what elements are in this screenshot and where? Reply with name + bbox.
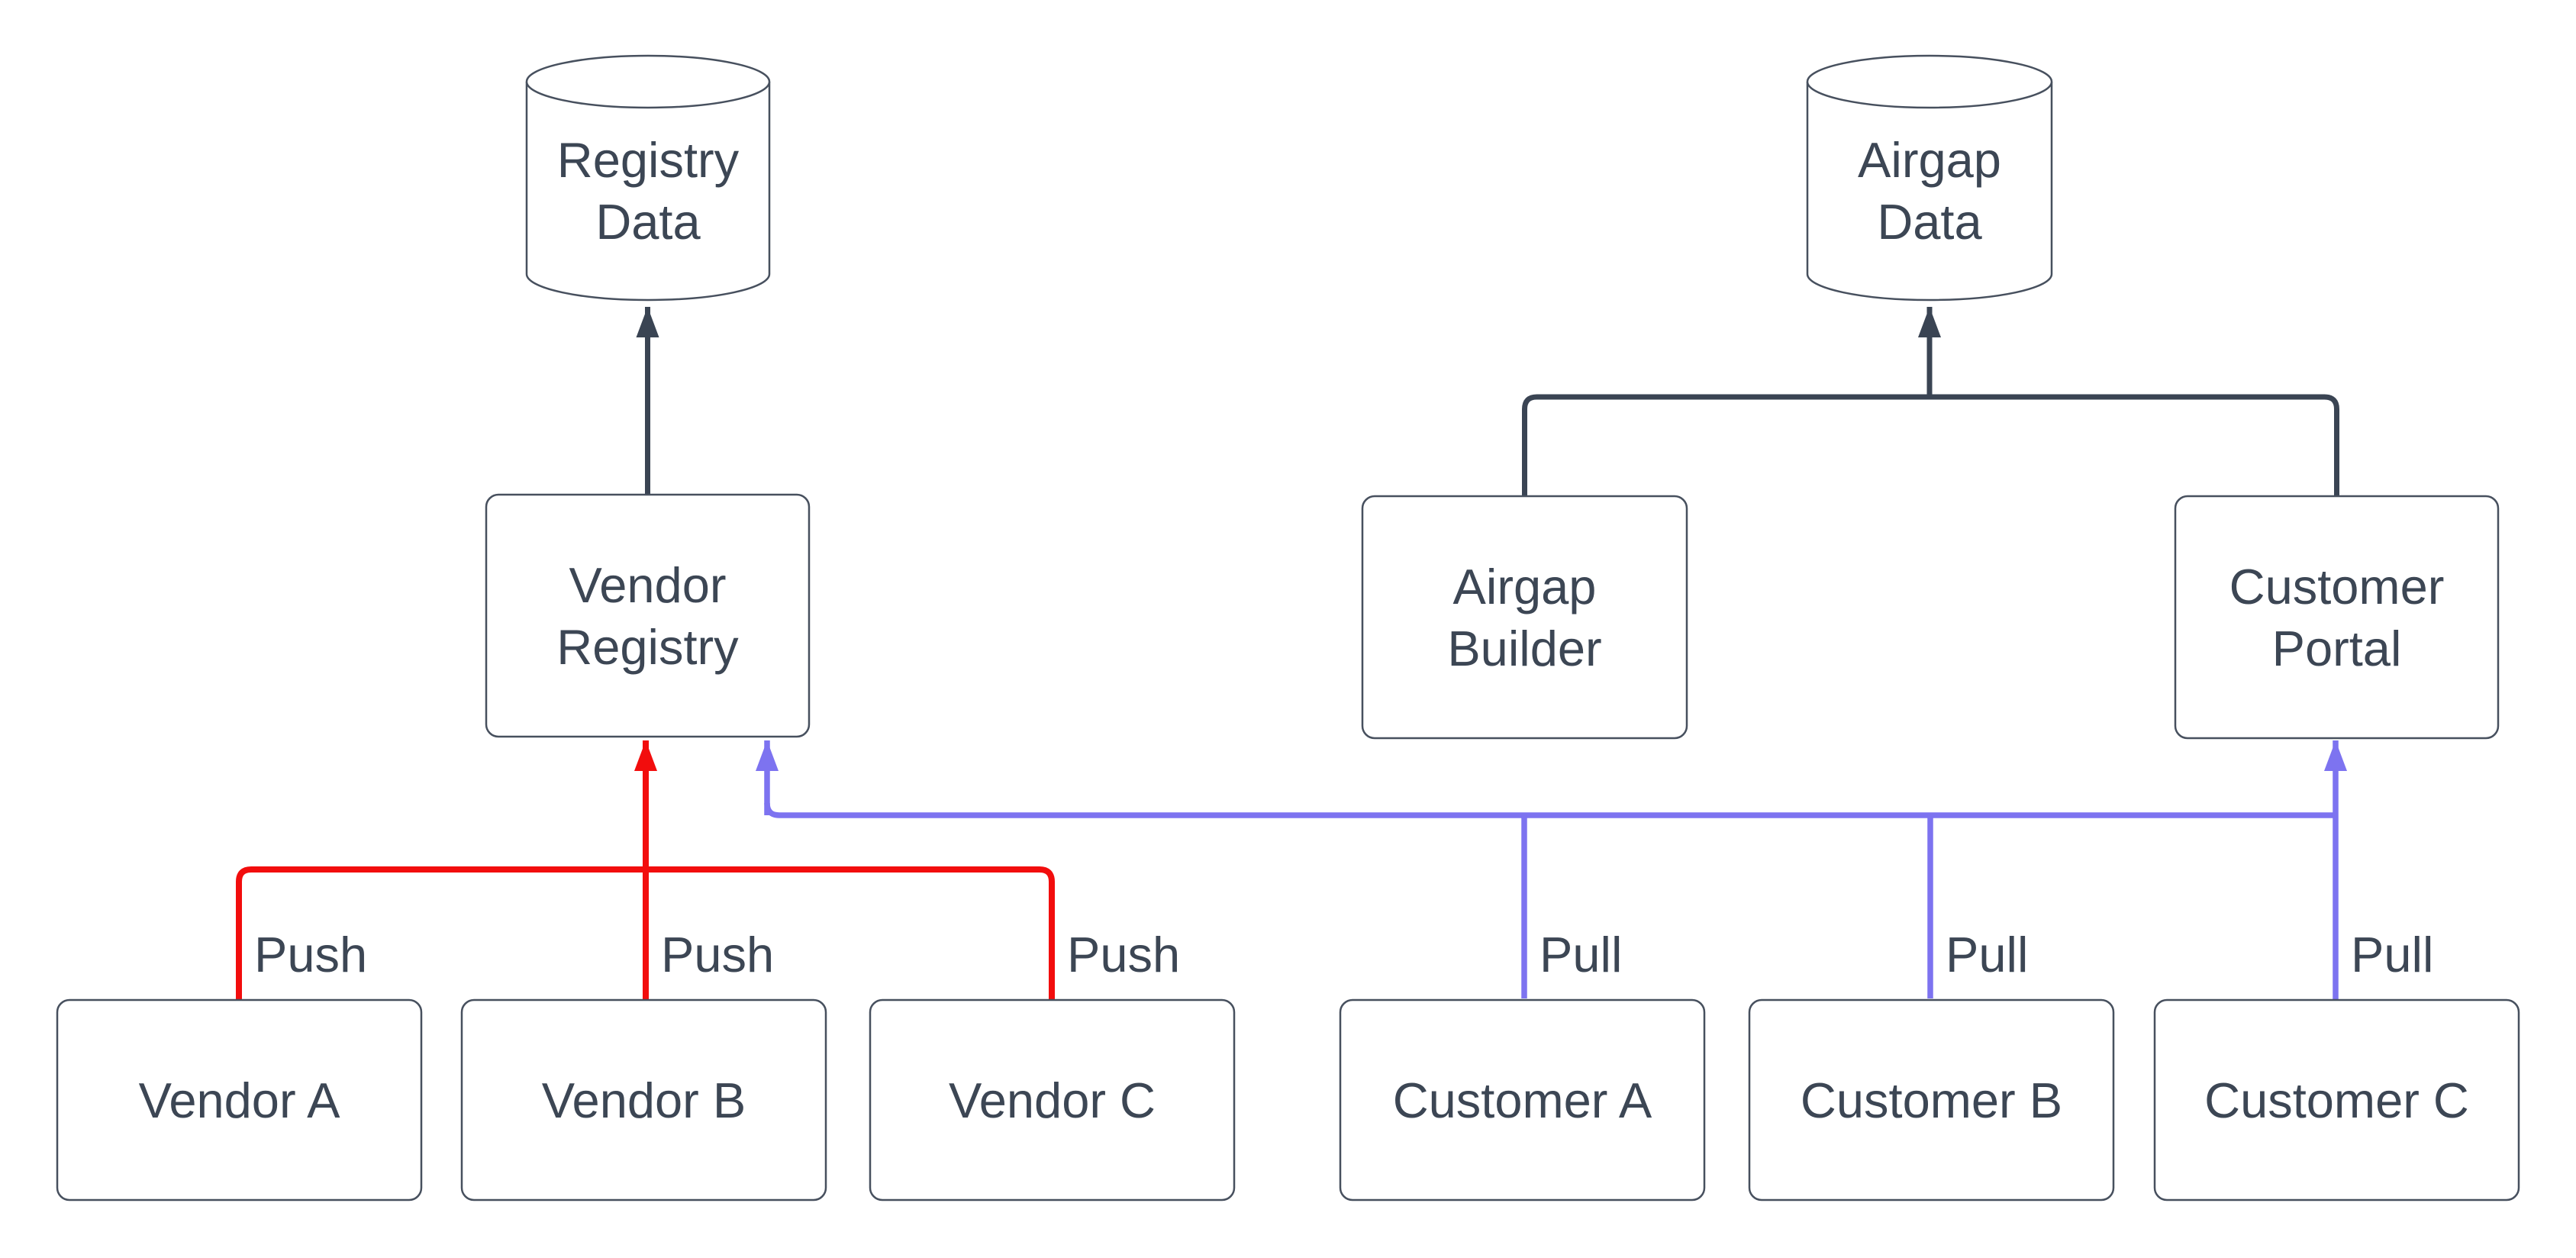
vendor-registry-box [485, 493, 811, 738]
registry-data-cylinder [525, 54, 771, 302]
edge-airgap-builder-branch [1522, 394, 1930, 496]
push-label-vendor-b: Push [656, 930, 779, 980]
pull-label-customer-b: Pull [1941, 930, 2033, 980]
edge-customer-portal-branch [1930, 394, 2339, 496]
airgap-data-cylinder-rim [1806, 81, 2053, 109]
push-label-vendor-c: Push [1062, 930, 1185, 980]
pull-label-customer-c: Pull [2346, 930, 2439, 980]
vendor-b-box [460, 998, 827, 1202]
customer-b-box [1748, 998, 2115, 1202]
customer-a-box [1339, 998, 1706, 1202]
pull-label-customer-a: Pull [1535, 930, 1627, 980]
registry-data-cylinder-rim [525, 81, 771, 109]
customer-portal-box [2174, 495, 2500, 740]
airgap-builder-box [1361, 495, 1688, 740]
airgap-data-cylinder [1806, 54, 2053, 302]
customer-c-box [2153, 998, 2520, 1202]
edge-pull-trunk [764, 802, 2336, 818]
vendor-a-box [56, 998, 423, 1202]
vendor-c-box [869, 998, 1236, 1202]
push-label-vendor-a: Push [250, 930, 372, 980]
